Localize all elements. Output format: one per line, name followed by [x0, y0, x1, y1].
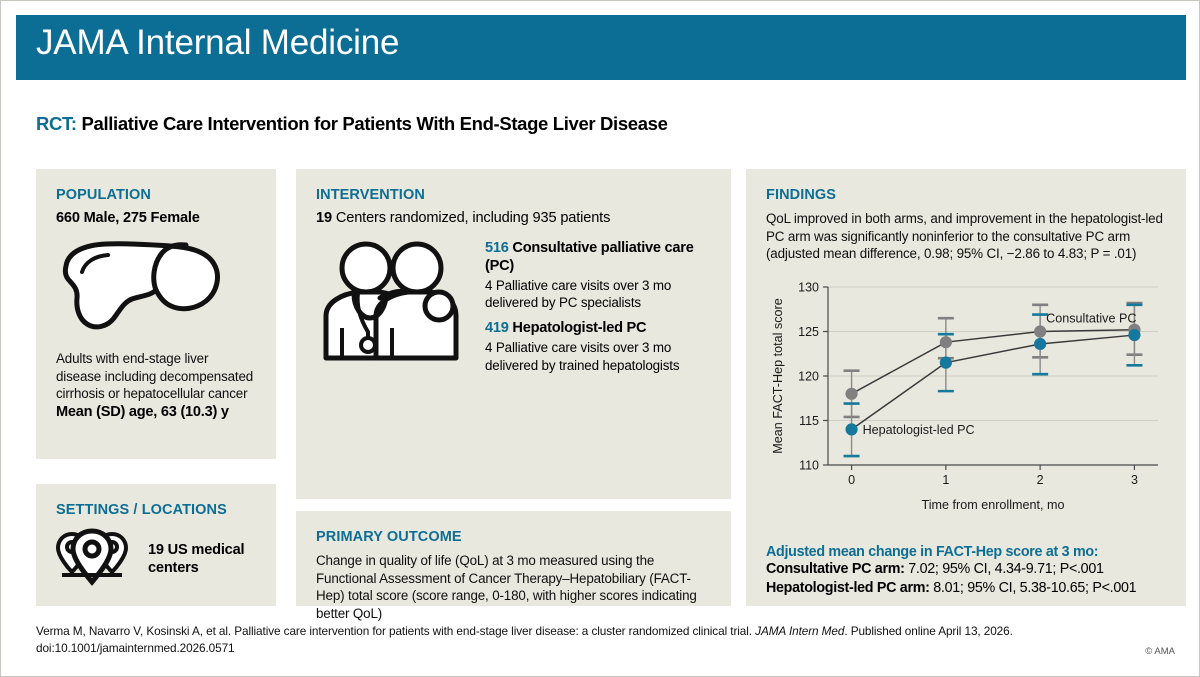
settings-heading: SETTINGS / LOCATIONS: [56, 502, 227, 518]
map-pins-icon: [55, 528, 129, 591]
svg-text:Consultative PC: Consultative PC: [1046, 312, 1136, 326]
citation: Verma M, Navarro V, Kosinski A, et al. P…: [36, 623, 1066, 657]
intervention-center-count: 19: [316, 210, 332, 226]
intervention-stat: 19 Centers randomized, including 935 pat…: [316, 210, 711, 226]
intervention-stat-text: Centers randomized, including 935 patien…: [331, 210, 611, 226]
result-label: Hepatologist-led PC arm:: [766, 579, 930, 596]
svg-text:3: 3: [1131, 473, 1138, 487]
page-title: RCT: Palliative Care Intervention for Pa…: [36, 113, 1166, 135]
findings-heading: FINDINGS: [766, 187, 837, 203]
doctor-patient-icon: [318, 240, 463, 374]
study-title-text: Palliative Care Intervention for Patient…: [76, 113, 668, 134]
arm-description: 4 Palliative care visits over 3 mo deliv…: [485, 340, 680, 373]
svg-text:130: 130: [798, 281, 819, 295]
svg-text:Time from enrollment, mo: Time from enrollment, mo: [922, 498, 1065, 512]
svg-text:1: 1: [942, 473, 949, 487]
intervention-arm: 419 Hepatologist-led PC 4 Palliative car…: [485, 320, 711, 374]
copyright-notice: © AMA: [1145, 646, 1175, 657]
svg-text:Mean FACT-Hep total score: Mean FACT-Hep total score: [771, 298, 785, 453]
intervention-arm: 516 Consultative palliative care (PC) 4 …: [485, 240, 711, 311]
panel-population: POPULATION 660 Male, 275 Female Adults w…: [36, 169, 276, 459]
population-stat: 660 Male, 275 Female: [56, 210, 200, 226]
population-age: Mean (SD) age, 63 (10.3) y: [56, 404, 229, 421]
citation-text-part2: . Published online April 13, 2026. doi:1…: [36, 624, 1013, 655]
result-row: Consultative PC arm: 7.02; 95% CI, 4.34-…: [766, 560, 1176, 579]
primary-outcome-heading: PRIMARY OUTCOME: [316, 529, 462, 545]
result-value: 7.02; 95% CI, 4.34-9.71; P<.001: [904, 561, 1104, 577]
adjusted-mean-change-block: Adjusted mean change in FACT-Hep score a…: [766, 544, 1176, 597]
svg-text:120: 120: [798, 370, 819, 384]
settings-label: 19 US medical centers: [148, 541, 245, 576]
population-heading: POPULATION: [56, 187, 151, 203]
svg-text:125: 125: [798, 325, 819, 339]
arm-count: 419: [485, 320, 509, 337]
citation-text-part1: Verma M, Navarro V, Kosinski A, et al. P…: [36, 624, 756, 638]
study-type-label: RCT:: [36, 113, 77, 134]
arm-description: 4 Palliative care visits over 3 mo deliv…: [485, 277, 672, 311]
intervention-heading: INTERVENTION: [316, 187, 425, 203]
panel-findings: FINDINGS QoL improved in both arms, and …: [746, 169, 1186, 606]
population-description: Adults with end-stage liver disease incl…: [56, 351, 254, 402]
results-title: Adjusted mean change in FACT-Hep score a…: [766, 544, 1099, 560]
findings-summary: QoL improved in both arms, and improveme…: [766, 211, 1163, 262]
svg-text:Hepatologist-led PC: Hepatologist-led PC: [863, 423, 975, 437]
result-label: Consultative PC arm:: [766, 561, 905, 577]
arm-count: 516: [485, 240, 509, 256]
primary-outcome-description: Change in quality of life (QoL) at 3 mo …: [316, 553, 697, 622]
svg-text:2: 2: [1037, 473, 1044, 487]
result-row: Hepatologist-led PC arm: 8.01; 95% CI, 5…: [766, 579, 1176, 598]
arm-title: 419 Hepatologist-led PC: [485, 320, 711, 338]
citation-journal: JAMA Intern Med: [755, 624, 845, 638]
arm-name: Consultative palliative care (PC): [485, 240, 694, 274]
svg-text:0: 0: [848, 473, 855, 487]
arm-title: 516 Consultative palliative care (PC): [485, 240, 711, 276]
panel-settings-locations: SETTINGS / LOCATIONS 19 US medical cente…: [36, 484, 276, 606]
liver-icon: [58, 238, 256, 338]
arm-name: Hepatologist-led PC: [508, 320, 647, 337]
journal-title: JAMA Internal Medicine: [36, 23, 400, 62]
journal-header-band: [16, 15, 1186, 80]
result-value: 8.01; 95% CI, 5.38-10.65; P<.001: [929, 579, 1137, 596]
panel-primary-outcome: PRIMARY OUTCOME Change in quality of lif…: [296, 511, 731, 621]
panel-intervention: INTERVENTION 19 Centers randomized, incl…: [296, 169, 731, 499]
svg-text:110: 110: [799, 459, 819, 473]
svg-text:115: 115: [799, 414, 819, 428]
